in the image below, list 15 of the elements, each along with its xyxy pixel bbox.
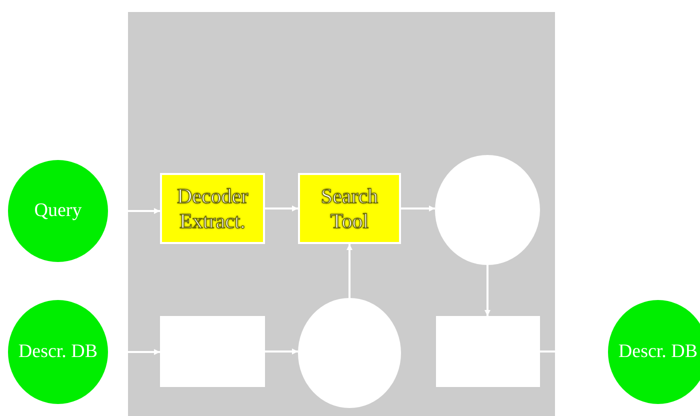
node-label: Query [34,200,82,222]
node-label: Descr. DB [18,341,98,363]
process-box [160,173,265,244]
node-label: Descr. DB [618,341,698,363]
arrow [265,348,298,354]
empty-box [160,316,265,387]
panel-background [128,12,555,416]
arrow [265,206,298,212]
arrow [484,265,490,316]
empty-box [436,316,540,387]
arrow [346,244,352,298]
node-label: Search Tool [320,184,380,233]
node-label: Decoder Extract. [176,184,250,233]
process-box [298,173,401,244]
arrow [401,206,435,212]
